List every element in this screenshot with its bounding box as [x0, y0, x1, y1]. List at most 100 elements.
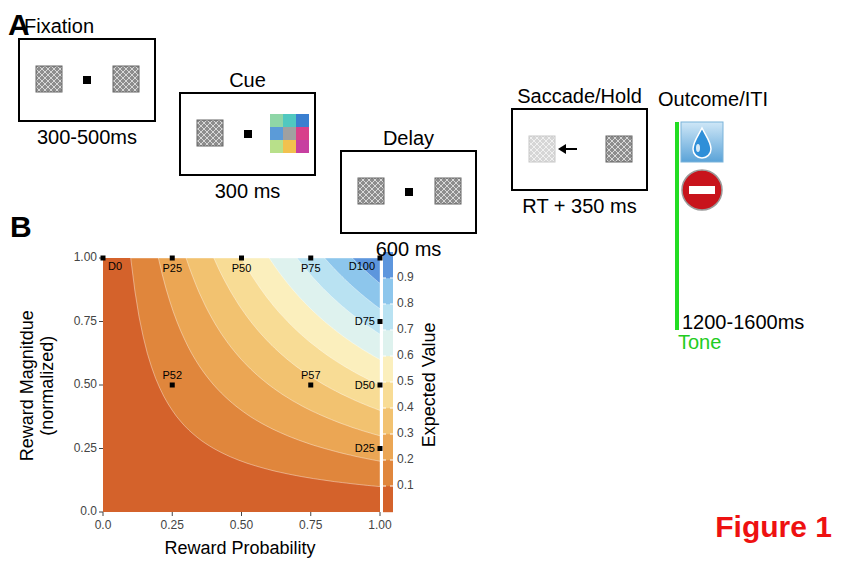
text-label: 0.50	[230, 519, 253, 532]
cue-cell	[296, 140, 309, 153]
text-label: 1.00	[74, 251, 97, 264]
colorbar-tick	[383, 434, 386, 435]
colorbar-tick	[383, 304, 386, 305]
text-label: P52	[162, 369, 182, 381]
text-label: D0	[108, 260, 122, 272]
cue-cell	[270, 140, 283, 153]
text-label: 0.2	[397, 453, 414, 466]
cue-cell	[296, 127, 309, 140]
text-label: 0.0	[95, 519, 112, 532]
colorbar-band	[383, 486, 393, 512]
colorbar-tick	[390, 304, 393, 305]
text-label: 0.9	[397, 271, 414, 284]
colorbar-tick	[383, 356, 386, 357]
point-marker	[239, 256, 244, 261]
contour-band	[131, 258, 380, 487]
colorbar-tick	[390, 486, 393, 487]
condition-points	[101, 256, 383, 452]
contour-band	[325, 258, 380, 309]
point-marker	[308, 256, 313, 261]
text-label: Reward Probability	[164, 539, 315, 559]
text-label: P57	[301, 369, 321, 381]
contour-band	[214, 258, 380, 410]
panel-letter: B	[10, 210, 32, 243]
axis-tick	[99, 321, 103, 322]
screen-title: Cue	[229, 69, 266, 92]
cue-cell	[283, 127, 296, 140]
colorbar-tick	[383, 330, 386, 331]
cue-cell	[283, 114, 296, 127]
screen-box: Saccade/HoldRT + 350 ms	[511, 108, 648, 191]
colorbar-tick	[390, 356, 393, 357]
point-marker	[378, 319, 383, 324]
fixation-screen-art	[36, 66, 139, 92]
colorbar-tick	[390, 330, 393, 331]
duration-label: RT + 350 ms	[522, 195, 636, 218]
water-icon	[681, 122, 723, 162]
axis-title: Reward Magnitdue (normalized)	[18, 301, 58, 471]
text-label: 0.50	[74, 378, 97, 391]
text-label: D100	[349, 260, 375, 272]
screen-title: Saccade/Hold	[517, 85, 642, 108]
delay-screen-art	[358, 178, 461, 204]
text-label: D25	[355, 442, 375, 454]
text-label: P25	[162, 262, 182, 274]
axis-tick	[99, 512, 103, 513]
duration-label: 300 ms	[215, 180, 281, 203]
text-label: 0.8	[397, 297, 414, 310]
panel-letter: Figure 1	[715, 510, 832, 543]
axis-tick	[99, 385, 103, 386]
colorbar-tick	[390, 278, 393, 279]
colorbar-band	[383, 382, 393, 408]
colorbar-band	[383, 330, 393, 356]
cue-cell	[296, 114, 309, 127]
colorbar-band	[383, 278, 393, 304]
text-label: D50	[355, 379, 375, 391]
point-marker	[170, 383, 175, 388]
axis-tick	[172, 512, 173, 516]
duration-label: 300-500ms	[37, 126, 137, 149]
colorbar-tick	[383, 382, 386, 383]
text-label: 1200-1600ms	[682, 311, 804, 333]
text-label: 0.6	[397, 349, 414, 362]
point-marker	[378, 446, 383, 451]
point-marker	[308, 383, 313, 388]
text-label: 0.75	[299, 519, 322, 532]
screen-title: Delay	[383, 127, 434, 150]
text-label: 0.25	[161, 519, 184, 532]
plot-ground	[103, 258, 380, 512]
colorbar-tick	[383, 460, 386, 461]
text-label: 0.3	[397, 427, 414, 440]
colorbar-band	[383, 460, 393, 486]
axis-tick	[103, 512, 104, 516]
contour-band	[158, 258, 380, 461]
text-label: 0.25	[74, 442, 97, 455]
screen-box: Fixation300-500ms	[18, 38, 156, 122]
duration-label: 600 ms	[376, 238, 442, 261]
axis-tick	[310, 512, 311, 516]
text-label: Outcome/ITI	[658, 88, 768, 110]
colorbar-band	[383, 356, 393, 382]
colorbar-tick	[383, 408, 386, 409]
panel-letter: A	[8, 8, 30, 41]
text-label: 0.5	[397, 375, 414, 388]
colorbar-tick	[390, 434, 393, 435]
colorbar-tick	[383, 486, 386, 487]
cue-cell	[283, 140, 296, 153]
colorbar	[383, 252, 393, 512]
cue-cell	[270, 127, 283, 140]
text-label: P50	[232, 262, 252, 274]
point-marker	[378, 383, 383, 388]
text-label: Tone	[678, 331, 721, 353]
tone-bar	[675, 122, 679, 330]
point-marker	[170, 256, 175, 261]
axis-tick	[99, 448, 103, 449]
contour-band	[186, 258, 380, 436]
saccade-screen-art	[529, 136, 632, 162]
text-label: 1.00	[368, 519, 391, 532]
text-label: 0.75	[74, 315, 97, 328]
colorbar-band	[383, 304, 393, 330]
screen-box: Cue300 ms	[179, 92, 316, 176]
contour-plot	[99, 258, 380, 516]
